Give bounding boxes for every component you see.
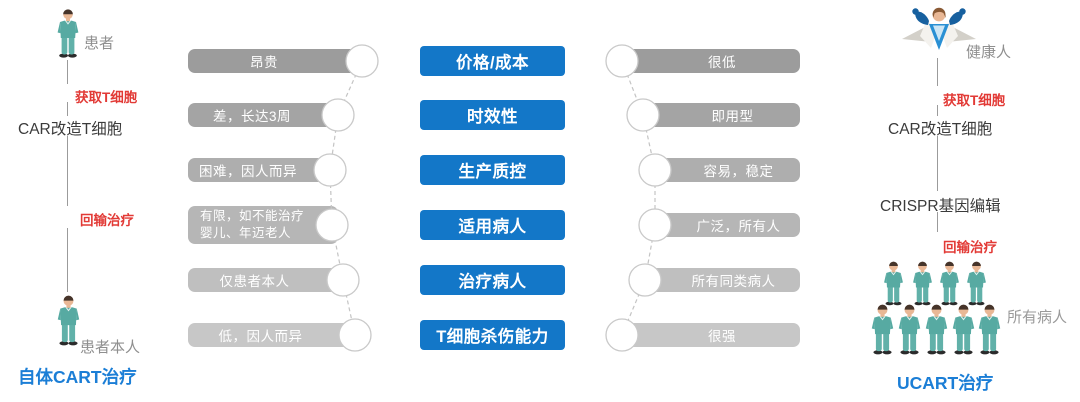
right-value-bar: 容易，稳定: [649, 158, 800, 182]
crowd-person-icon: [866, 303, 899, 355]
all-patients-label: 所有病人: [1007, 309, 1068, 326]
acquire-tcell-label-left: 获取T细胞: [75, 90, 138, 105]
healthy-person-icon: [900, 5, 978, 58]
right-value-bar: 所有同类病人: [639, 268, 800, 292]
crowd-person-icon: [920, 303, 953, 355]
left-value-bar: 有限，如不能治疗 婴儿、年迈老人: [188, 206, 338, 244]
right-value-bar: 很强: [616, 323, 800, 347]
reinfuse-label-right: 回输治疗: [943, 240, 997, 255]
acquire-tcell-label-right: 获取T细胞: [943, 93, 1006, 108]
flow-line: [67, 60, 68, 84]
superhero-icon: [902, 7, 976, 50]
crowd-person-icon: [962, 260, 991, 306]
criterion-button: 时效性: [420, 100, 565, 130]
patient-self-icon: [52, 294, 85, 346]
right-value-bar: 即用型: [637, 103, 800, 127]
criterion-button: T细胞杀伤能力: [420, 320, 565, 350]
criterion-button: 价格/成本: [420, 46, 565, 76]
crowd-person-icon: [973, 303, 1006, 355]
crispr-edit-label: CRISPR基因编辑: [880, 198, 1001, 215]
person-icon: [57, 295, 80, 346]
crowd-person-icon: [947, 303, 980, 355]
criterion-button: 适用病人: [420, 210, 565, 240]
person-icon: [952, 304, 974, 355]
crowd-person-icon: [879, 260, 908, 306]
ucart-title: UCART治疗: [897, 373, 994, 393]
criterion-button: 治疗病人: [420, 265, 565, 295]
crowd-person-icon: [935, 260, 964, 306]
car-modify-label-right: CAR改造T细胞: [888, 121, 993, 138]
person-icon: [939, 261, 959, 306]
flow-line: [937, 105, 938, 116]
crowd-person-icon: [908, 260, 937, 306]
right-value-bar: 广泛，所有人: [649, 213, 800, 237]
flow-line: [937, 58, 938, 86]
person-icon: [57, 9, 79, 58]
person-icon: [912, 261, 932, 306]
patient-icon: [52, 8, 84, 58]
reinfuse-label-left: 回输治疗: [80, 213, 134, 228]
flow-line: [937, 136, 938, 191]
person-icon: [966, 261, 986, 306]
person-icon: [898, 304, 920, 355]
patient-label: 患者: [84, 35, 115, 52]
crowd-person-icon: [893, 303, 926, 355]
left-value-bar: 昂贵: [188, 49, 368, 73]
left-value-bar: 仅患者本人: [188, 268, 349, 292]
person-icon: [978, 304, 1000, 355]
left-value-bar: 低，因人而异: [188, 323, 361, 347]
person-icon: [925, 304, 947, 355]
left-value-bar: 困难，因人而异: [188, 158, 336, 182]
autologous-cart-title: 自体CART治疗: [18, 367, 137, 387]
criterion-button: 生产质控: [420, 155, 565, 185]
right-value-bar: 很低: [616, 49, 800, 73]
healthy-person-label: 健康人: [966, 44, 1012, 61]
flow-line: [67, 228, 68, 292]
flow-line: [67, 136, 68, 206]
person-icon: [871, 304, 893, 355]
person-icon: [883, 261, 903, 306]
left-value-bar: 差，长达3周: [188, 103, 344, 127]
flow-line: [937, 212, 938, 232]
flow-line: [67, 102, 68, 116]
car-modify-label-left: CAR改造T细胞: [18, 121, 123, 138]
patient-self-label: 患者本人: [80, 339, 141, 356]
